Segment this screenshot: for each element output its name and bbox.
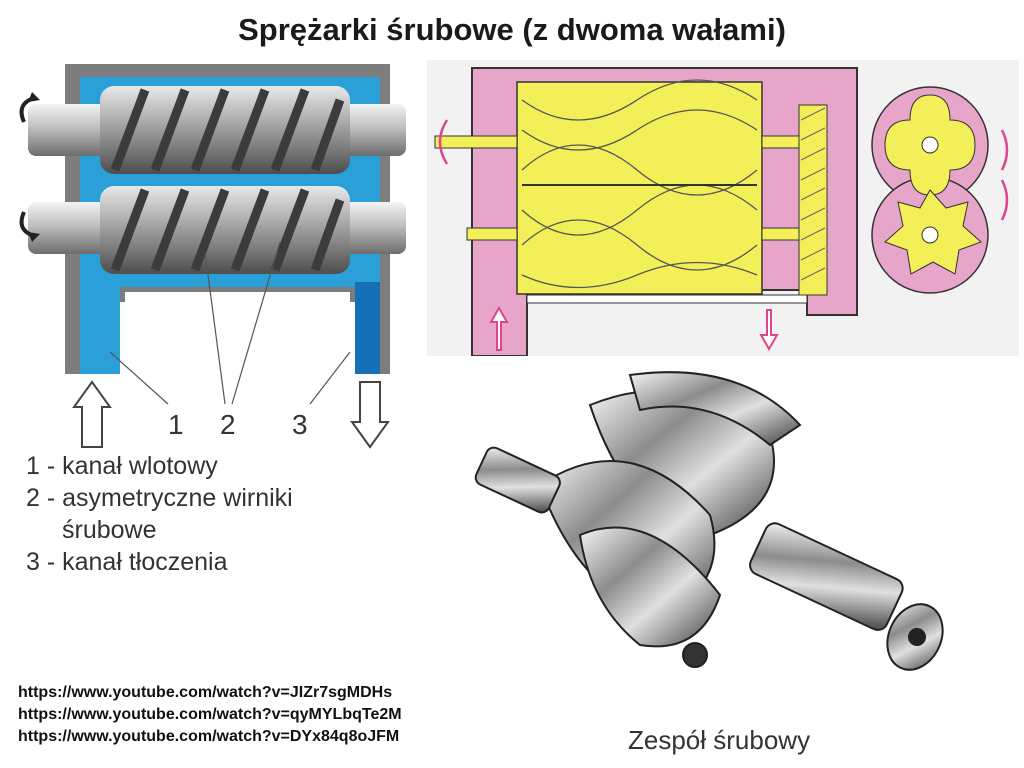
rotor-schematic-diagram xyxy=(427,60,1019,357)
screw-compressor-section-diagram: 1 2 3 1 - kanał wlotowy 2 - asymetryczne… xyxy=(10,52,422,592)
upper-rotor-lobes xyxy=(110,88,345,172)
discharge-channel xyxy=(355,282,380,374)
rotor-lobes xyxy=(538,371,802,648)
gear-hatching xyxy=(800,107,826,281)
video-links: https://www.youtube.com/watch?v=JIZr7sgM… xyxy=(18,682,402,748)
timing-gear xyxy=(798,104,828,296)
callout-3: 3 xyxy=(292,409,308,440)
outlet-arrow xyxy=(759,309,779,352)
inlet-arrow xyxy=(489,305,509,351)
section-drawing: 1 2 3 xyxy=(19,64,406,449)
legend-item-2-cont: śrubowe xyxy=(62,516,157,544)
slide-title: Sprężarki śrubowe (z dwoma wałami) xyxy=(238,12,786,47)
upper-shaft-stub xyxy=(434,135,518,149)
rotor-shafts xyxy=(474,446,944,671)
legend-item-3: 3 - kanał tłoczenia xyxy=(26,548,228,576)
lower-shaft-stub xyxy=(466,227,518,241)
inlet-flow-arrow xyxy=(72,380,112,448)
callout-leader-lines xyxy=(109,241,351,405)
screw-rotor-assembly-image xyxy=(470,365,970,685)
rotor-helix-lines xyxy=(521,79,758,289)
video-link-2[interactable]: https://www.youtube.com/watch?v=qyMYLbqT… xyxy=(18,706,402,723)
legend-item-1: 1 - kanał wlotowy xyxy=(26,452,218,480)
legend-item-2: 2 - asymetryczne wirniki xyxy=(26,484,293,512)
video-link-3[interactable]: https://www.youtube.com/watch?v=DYx84q8o… xyxy=(18,728,400,745)
callout-2: 2 xyxy=(220,409,236,440)
video-link-1[interactable]: https://www.youtube.com/watch?v=JIZr7sgM… xyxy=(18,684,393,701)
callout-1: 1 xyxy=(168,409,184,440)
schematic-drawing xyxy=(427,60,1019,357)
rotation-arrows xyxy=(438,119,1009,221)
inlet-channel xyxy=(80,282,120,374)
rotor-assembly-drawing xyxy=(474,371,944,671)
discharge-flow-arrow xyxy=(350,381,390,449)
photo-caption: Zespół śrubowy xyxy=(628,725,811,755)
lower-rotor-lobes xyxy=(110,188,345,272)
